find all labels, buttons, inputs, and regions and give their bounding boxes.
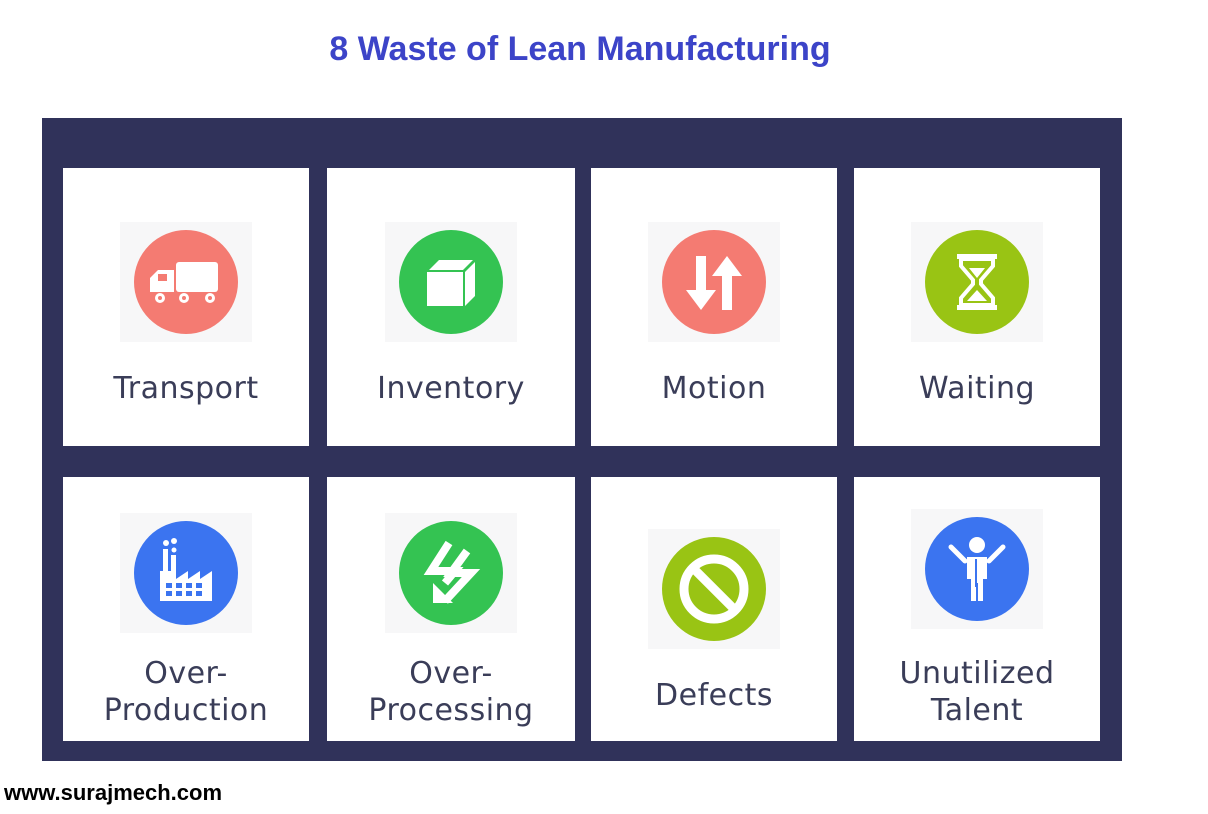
- person-icon: [925, 517, 1029, 621]
- waste-label: Motion: [661, 371, 767, 406]
- icon-frame: [911, 509, 1043, 629]
- icon-frame: [385, 222, 517, 342]
- waste-card-inventory: Inventory: [327, 168, 575, 446]
- waste-card-over-production: Over- Production: [63, 477, 309, 741]
- waste-card-over-processing: Over- Processing: [327, 477, 575, 741]
- waste-card-transport: Transport: [63, 168, 309, 446]
- prohibited-icon: [662, 537, 766, 641]
- waste-label: Waiting: [918, 371, 1036, 406]
- icon-frame: [648, 222, 780, 342]
- icon-frame: [120, 222, 252, 342]
- waste-label: Unutilized Talent: [854, 655, 1100, 729]
- hourglass-icon: [925, 230, 1029, 334]
- box-icon: [399, 230, 503, 334]
- waste-label-line2: Production: [103, 693, 269, 728]
- icon-frame: [648, 529, 780, 649]
- waste-label-line1: Over-: [144, 656, 228, 691]
- arrows-up-down-icon: [662, 230, 766, 334]
- waste-label: Over- Processing: [327, 655, 575, 729]
- waste-label: Inventory: [377, 371, 525, 406]
- icon-frame: [911, 222, 1043, 342]
- truck-icon: [134, 230, 238, 334]
- page-title: 8 Waste of Lean Manufacturing: [329, 30, 831, 68]
- icon-frame: [385, 513, 517, 633]
- waste-label: Defects: [655, 678, 773, 713]
- waste-label-line2: Talent: [930, 693, 1024, 728]
- waste-label: Over- Production: [63, 655, 309, 729]
- waste-card-waiting: Waiting: [854, 168, 1100, 446]
- waste-grid: Transport Inventory Motion: [42, 118, 1122, 761]
- icon-frame: [120, 513, 252, 633]
- waste-label-line1: Over-: [409, 656, 493, 691]
- website-url: www.surajmech.com: [4, 780, 223, 805]
- waste-label: Transport: [113, 371, 259, 406]
- factory-icon: [134, 521, 238, 625]
- waste-card-defects: Defects: [591, 477, 837, 741]
- lightning-arrow-icon: [399, 521, 503, 625]
- waste-card-motion: Motion: [591, 168, 837, 446]
- waste-card-unutilized-talent: Unutilized Talent: [854, 477, 1100, 741]
- waste-label-line2: Processing: [368, 693, 534, 728]
- waste-label-line1: Unutilized: [899, 656, 1055, 691]
